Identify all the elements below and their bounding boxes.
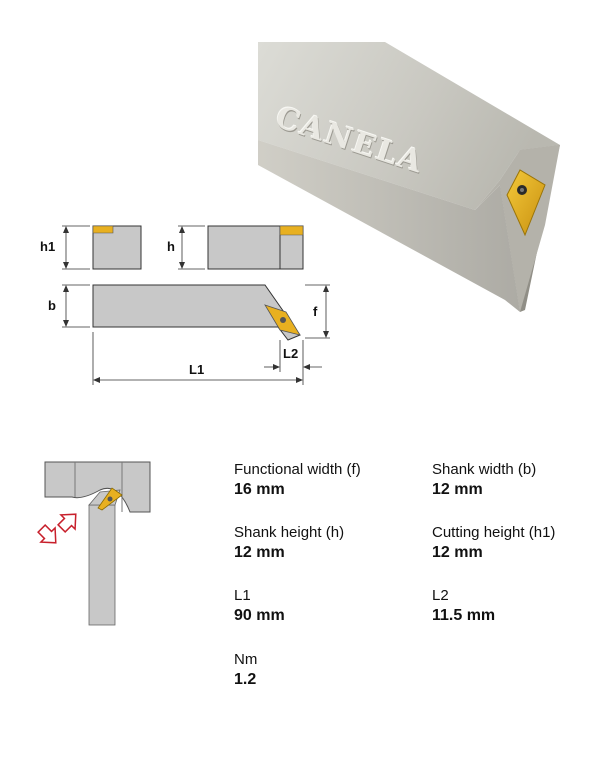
- dim-label-b: b: [48, 298, 56, 313]
- dim-label-l1: L1: [189, 362, 205, 377]
- spec-label-shank-width: Shank width (b): [432, 461, 537, 478]
- spec-label-shank-height: Shank height (h): [234, 524, 345, 541]
- dim-label-f: f: [313, 304, 318, 319]
- dim-label-h1: h1: [40, 239, 56, 254]
- spec-value-l2: 11.5 mm: [432, 607, 496, 624]
- shank-top-view: [92, 284, 301, 341]
- spec-value-functional-width: 16 mm: [234, 481, 285, 498]
- insert-end-left: [92, 225, 114, 234]
- holder-top-face: [258, 42, 560, 210]
- spec-value-shank-height: 12 mm: [234, 544, 285, 561]
- workpiece: [44, 461, 151, 513]
- spec-label-l1: L1: [234, 587, 251, 604]
- dim-label-h: h: [167, 239, 175, 254]
- spec-label-nm: Nm: [234, 651, 258, 668]
- feed-arrow-down: [37, 524, 57, 544]
- holder-front-face: [258, 140, 520, 312]
- feed-arrow-right: [57, 513, 77, 533]
- insert-end-right: [279, 225, 304, 236]
- spec-value-cutting-height: 12 mm: [432, 544, 483, 561]
- tool-shank: [88, 504, 116, 626]
- spec-value-l1: 90 mm: [234, 607, 285, 624]
- spec-label-functional-width: Functional width (f): [234, 461, 361, 478]
- spec-label-cutting-height: Cutting height (h1): [432, 524, 556, 541]
- dim-label-l2: L2: [283, 346, 299, 361]
- spec-value-shank-width: 12 mm: [432, 481, 483, 498]
- spec-label-l2: L2: [432, 587, 449, 604]
- dimension-drawing: [62, 225, 330, 385]
- spec-value-nm: 1.2: [234, 671, 257, 688]
- insert-photo: [506, 169, 546, 237]
- product-photo: [258, 42, 560, 312]
